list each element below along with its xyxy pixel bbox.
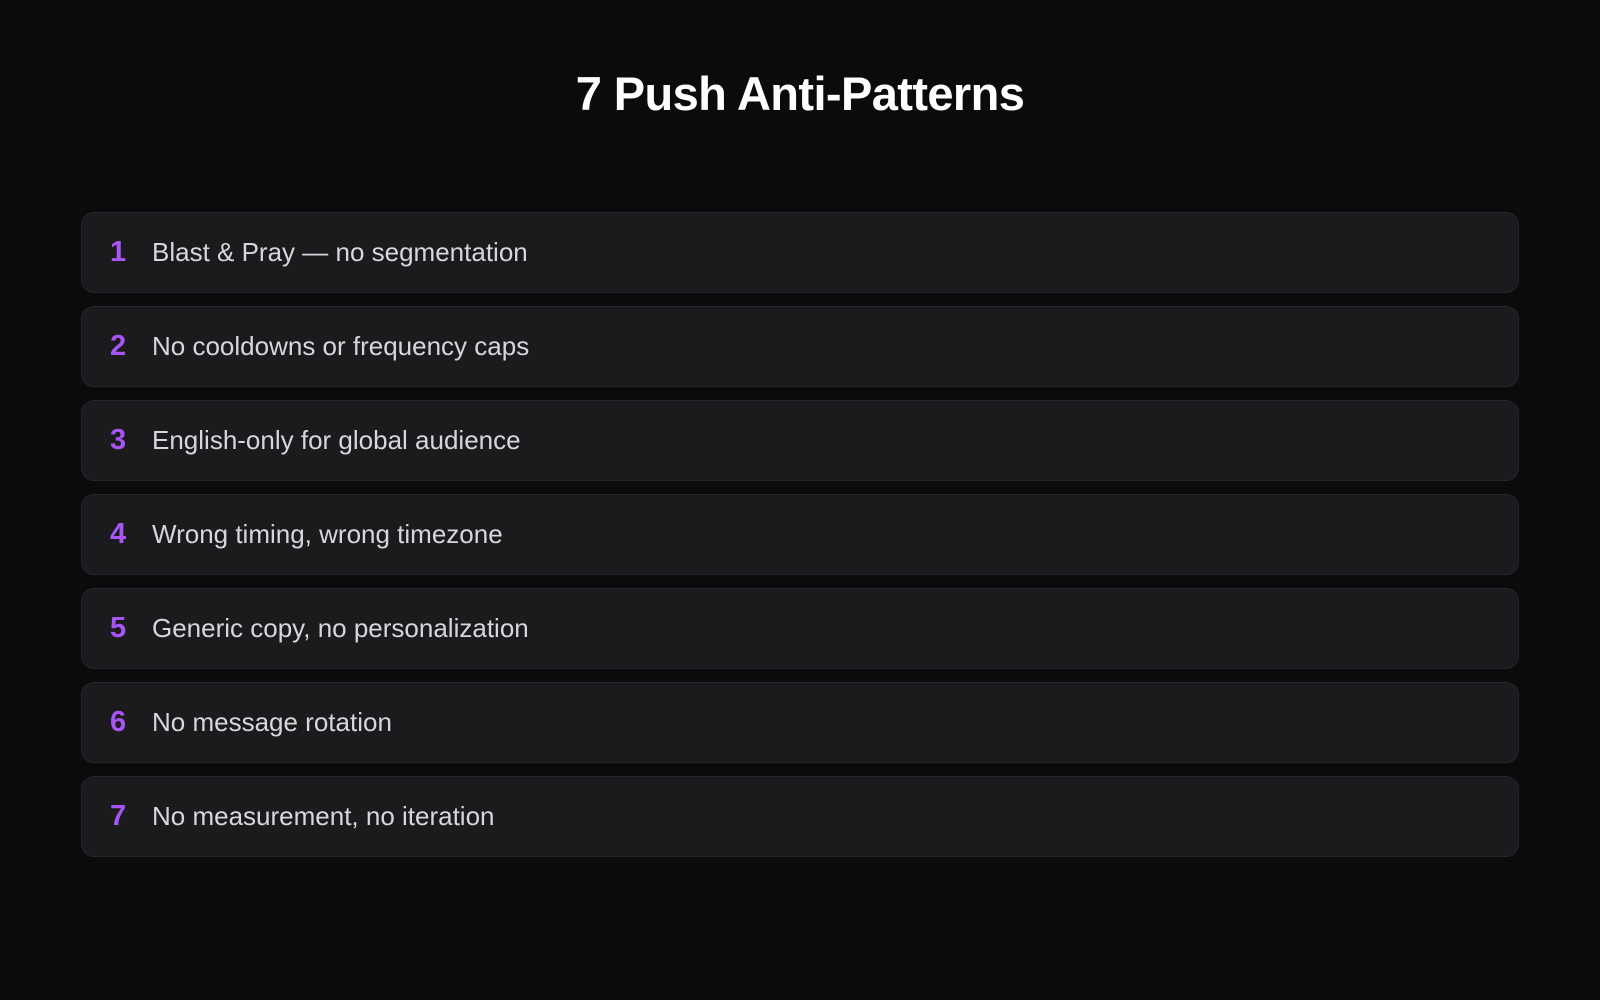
list-item[interactable]: 5 Generic copy, no personalization — [81, 588, 1519, 669]
list-item-label: Blast & Pray — no segmentation — [152, 237, 528, 268]
list-item[interactable]: 7 No measurement, no iteration — [81, 776, 1519, 857]
list-item-label: English-only for global audience — [152, 425, 521, 456]
list-item[interactable]: 4 Wrong timing, wrong timezone — [81, 494, 1519, 575]
list-item-number: 5 — [110, 612, 127, 644]
page-title: 7 Push Anti-Patterns — [575, 67, 1025, 120]
list-item-label: No message rotation — [152, 707, 392, 738]
anti-patterns-list: 1 Blast & Pray — no segmentation 2 No co… — [81, 212, 1519, 857]
list-item-label: No cooldowns or frequency caps — [152, 331, 530, 362]
list-item-number: 7 — [110, 800, 127, 832]
list-item-number: 2 — [110, 330, 127, 362]
list-item[interactable]: 6 No message rotation — [81, 682, 1519, 763]
list-item-label: Wrong timing, wrong timezone — [152, 519, 503, 550]
list-item-number: 6 — [110, 706, 127, 738]
list-item-number: 1 — [110, 236, 127, 268]
list-item-label: Generic copy, no personalization — [152, 613, 529, 644]
list-item-number: 4 — [110, 518, 127, 550]
list-item[interactable]: 3 English-only for global audience — [81, 400, 1519, 481]
list-item[interactable]: 2 No cooldowns or frequency caps — [81, 306, 1519, 387]
list-item-label: No measurement, no iteration — [152, 801, 495, 832]
list-item[interactable]: 1 Blast & Pray — no segmentation — [81, 212, 1519, 293]
list-item-number: 3 — [110, 424, 127, 456]
